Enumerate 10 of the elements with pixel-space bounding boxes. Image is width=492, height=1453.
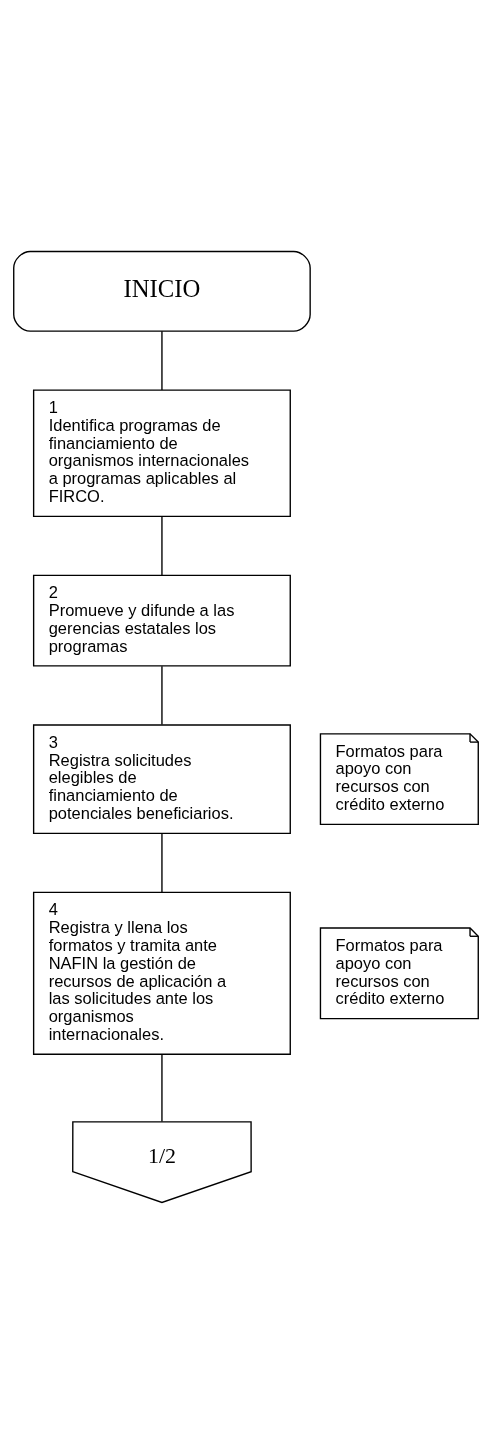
connector <box>161 330 163 391</box>
node-box: 2 Promueve y difunde a las gerencias estatales los programas <box>32 574 291 667</box>
connector <box>161 515 163 576</box>
connector <box>161 665 163 725</box>
node-box: 4 Registra y llena los formatos y tramita ante NAFIN la gestión de recursos de aplicación a las solicitudes ante los organismos internacionales. <box>32 891 291 1055</box>
connector <box>161 832 163 893</box>
node-box: 1 Identifica programas de financiamiento de organismos internacionales a programas aplicables al FIRCO. <box>32 388 291 517</box>
node-box: INICIO <box>13 250 311 332</box>
node-box: 3 Registra solicitudes elegibles de financiamiento de potenciales beneficiarios. <box>32 723 291 834</box>
connector <box>161 1053 163 1122</box>
